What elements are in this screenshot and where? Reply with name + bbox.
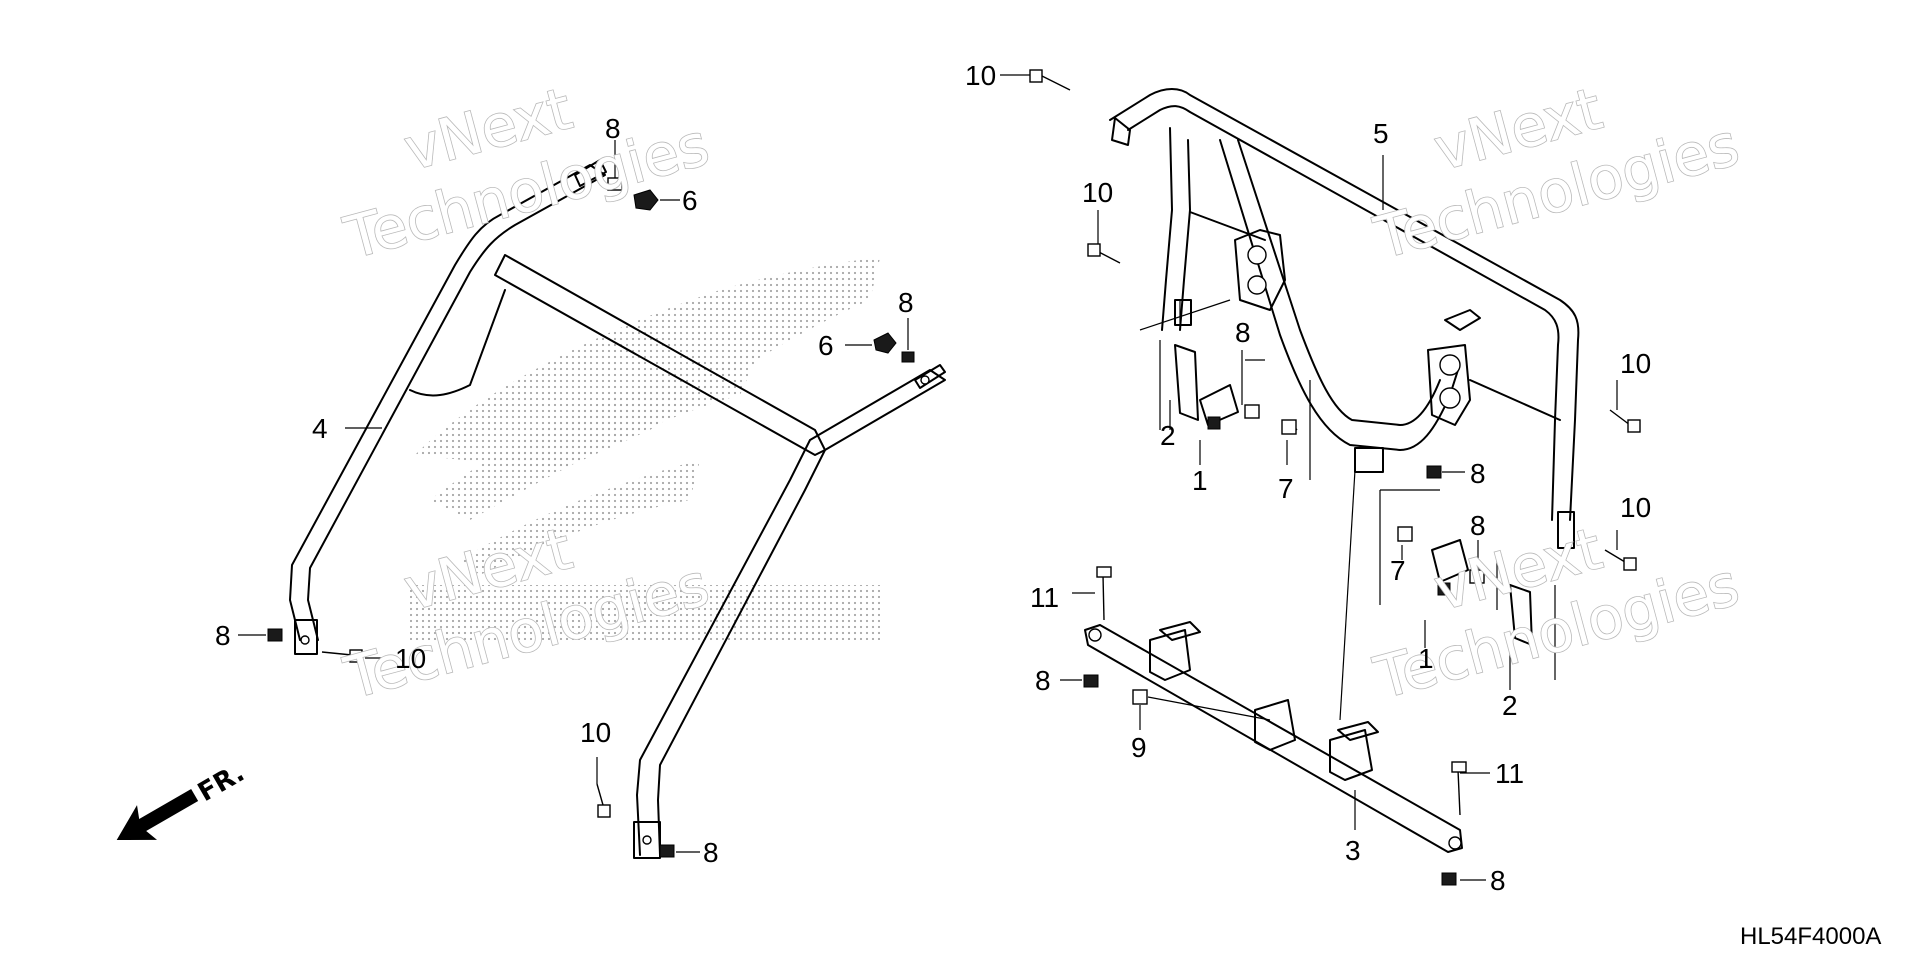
nut-icon — [1244, 404, 1260, 419]
callout-1: 1 — [1418, 643, 1434, 674]
left-hardware — [267, 177, 915, 858]
callout-8: 8 — [605, 113, 621, 144]
callout-2: 2 — [1160, 420, 1176, 451]
bolt-icon — [1207, 416, 1221, 430]
lower-mount-bracket-2 — [1379, 489, 1556, 680]
callout-3: 3 — [1345, 835, 1361, 866]
nut-icon — [1426, 465, 1442, 479]
callout-7: 7 — [1390, 555, 1406, 586]
left-leader-lines — [238, 140, 909, 853]
right-hardware — [1029, 69, 1641, 886]
nut-icon — [267, 628, 283, 642]
bolt-icon — [1102, 574, 1105, 621]
bolt-icon — [1437, 582, 1451, 596]
callout-6: 6 — [818, 330, 834, 361]
nut-icon — [1469, 569, 1485, 584]
bolt-icon — [1457, 769, 1461, 816]
bolt-icon — [1397, 526, 1413, 542]
callout-4: 4 — [312, 413, 328, 444]
rear-frame-pipe-4 — [289, 159, 946, 859]
callout-labels: 8 6 6 8 4 8 10 10 8 10 5 10 8 2 1 7 8 10… — [215, 60, 1651, 896]
background-wing-logo — [410, 258, 880, 640]
callout-8: 8 — [703, 837, 719, 868]
nut-icon — [1441, 872, 1457, 886]
callout-8: 8 — [1470, 458, 1486, 489]
fr-label: FR. — [193, 758, 250, 808]
callout-5: 5 — [1373, 118, 1389, 149]
callout-10: 10 — [965, 60, 996, 91]
callout-10: 10 — [395, 643, 426, 674]
callout-11: 11 — [1495, 758, 1524, 789]
grommet-icon — [633, 189, 659, 211]
callout-8: 8 — [898, 287, 914, 318]
callout-7: 7 — [1278, 473, 1294, 504]
callout-8: 8 — [1470, 510, 1486, 541]
nut-icon — [659, 844, 675, 858]
front-frame-pipe-5 — [1109, 88, 1580, 549]
callout-8: 8 — [1035, 665, 1051, 696]
callout-10: 10 — [1620, 492, 1651, 523]
callout-2: 2 — [1502, 690, 1518, 721]
crossmember-3 — [1084, 621, 1463, 853]
bolt-icon — [1604, 549, 1626, 563]
callout-9: 9 — [1131, 732, 1147, 763]
bolt-icon — [1132, 689, 1148, 705]
nut-icon — [901, 351, 915, 363]
front-direction-arrow: FR. — [116, 758, 250, 840]
nut-icon — [1083, 674, 1099, 688]
callout-1: 1 — [1192, 465, 1208, 496]
callout-6: 6 — [682, 185, 698, 216]
callout-8: 8 — [215, 620, 231, 651]
bolt-icon — [321, 651, 353, 656]
callout-10: 10 — [1082, 177, 1113, 208]
bolt-icon — [1039, 74, 1071, 91]
bolt-icon — [1609, 409, 1631, 426]
right-leader-lines — [1000, 74, 1618, 881]
callout-8: 8 — [1235, 317, 1251, 348]
arrow-icon — [116, 788, 199, 840]
diagram-code: HL54F4000A — [1740, 923, 1881, 950]
callout-11: 11 — [1030, 582, 1059, 613]
grommet-icon — [873, 332, 897, 354]
callout-10: 10 — [580, 717, 611, 748]
upper-mount-bracket-2 — [1139, 299, 1311, 480]
callout-8: 8 — [1490, 865, 1506, 896]
callout-10: 10 — [1620, 348, 1651, 379]
